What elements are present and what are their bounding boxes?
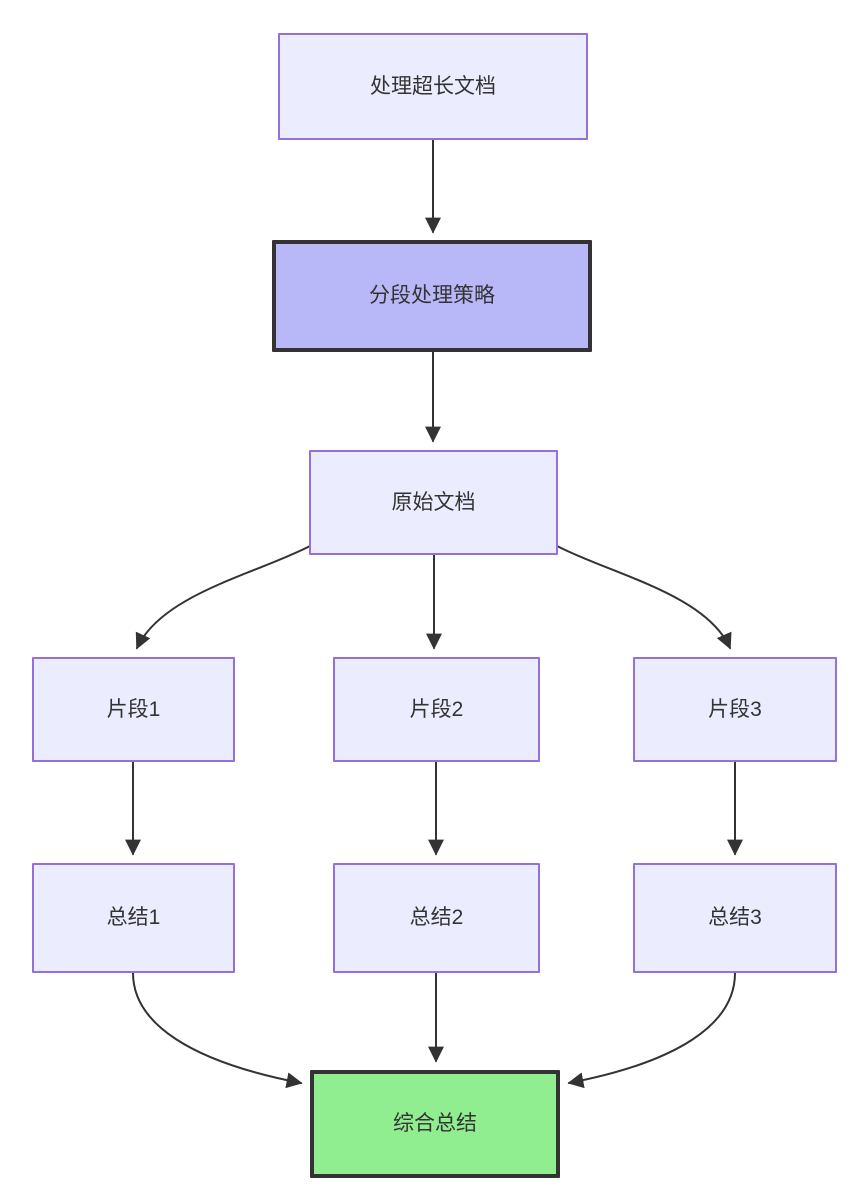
node-summary-3: 总结3: [633, 863, 837, 973]
node-segmented-strategy: 分段处理策略: [272, 240, 592, 352]
node-label: 片段3: [708, 697, 762, 721]
node-label: 综合总结: [393, 1112, 477, 1136]
node-summary-1: 总结1: [32, 863, 235, 973]
node-label: 原始文档: [391, 490, 476, 514]
edge-original-fragment3: [556, 545, 732, 650]
edge-summary1-final: [132, 972, 303, 1089]
node-fragment-1: 片段1: [32, 657, 235, 762]
node-label: 片段2: [409, 697, 464, 721]
edge-summary3-final: [567, 972, 736, 1089]
node-process-long-document: 处理超长文档: [278, 33, 588, 140]
node-label: 片段1: [106, 697, 161, 721]
node-label: 处理超长文档: [370, 74, 496, 98]
node-final-summary: 综合总结: [310, 1070, 560, 1178]
node-label: 分段处理策略: [369, 284, 495, 308]
node-summary-2: 总结2: [333, 863, 540, 973]
node-label: 总结2: [409, 906, 464, 930]
node-label: 总结1: [106, 906, 161, 930]
node-original-document: 原始文档: [309, 450, 558, 555]
node-label: 总结3: [708, 906, 762, 930]
node-fragment-3: 片段3: [633, 657, 837, 762]
node-fragment-2: 片段2: [333, 657, 540, 762]
edge-original-fragment1: [135, 545, 311, 650]
